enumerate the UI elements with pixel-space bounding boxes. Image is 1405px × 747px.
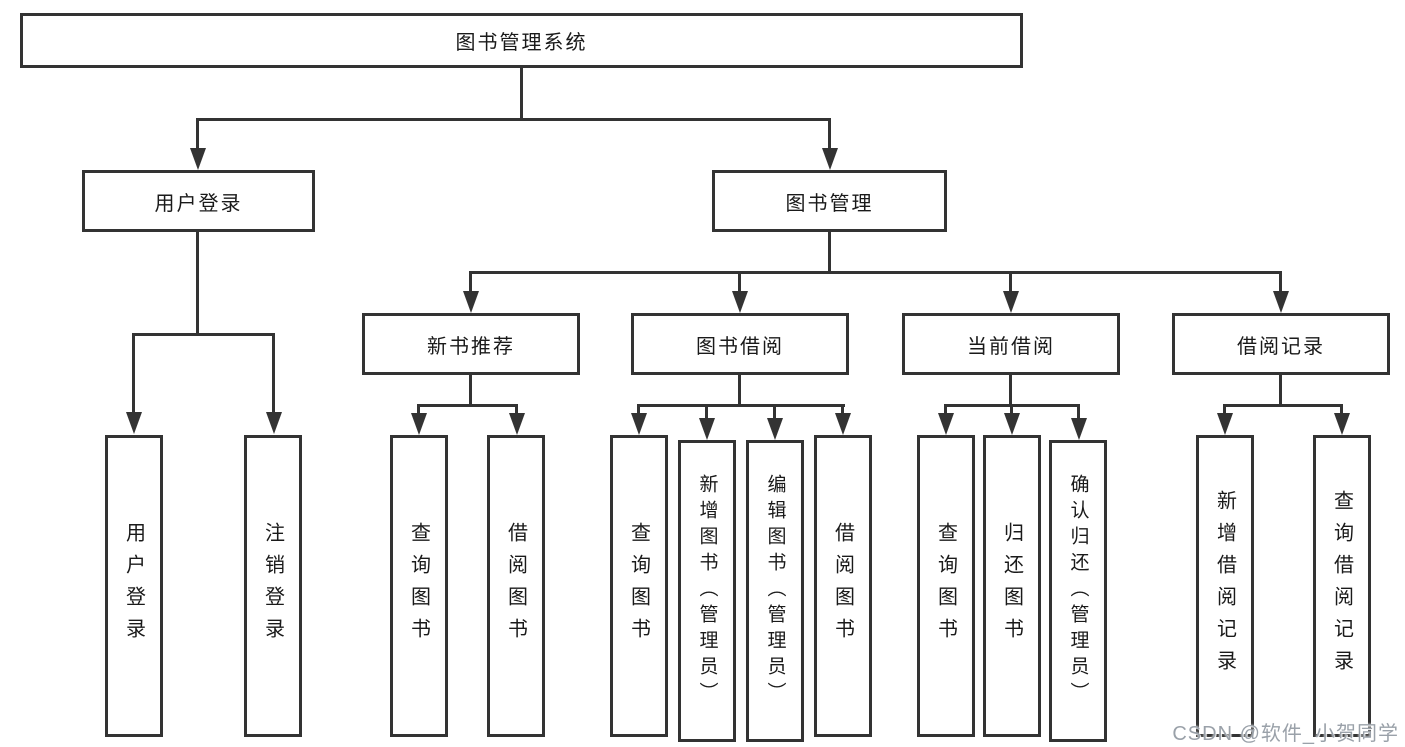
connector [469, 271, 1282, 274]
node-book-borrowing: 图书借阅 [631, 313, 849, 375]
node-borrowing-records-label: 借阅记录 [1237, 335, 1325, 358]
arrowhead-down [1273, 291, 1289, 313]
connector [132, 333, 275, 336]
connector [828, 118, 831, 150]
leaf-query-books-borrow: 查询图书 [610, 435, 668, 737]
leaf-add-books-admin: 新增图书（管理员） [678, 440, 736, 742]
leaf-query-borrow-record-label: 查询借阅记录 [1330, 490, 1353, 682]
arrowhead-down [699, 418, 715, 440]
connector [417, 404, 518, 407]
connector [738, 375, 741, 407]
leaf-logout-label: 注销登录 [261, 522, 284, 650]
connector [1009, 375, 1012, 407]
connector [196, 118, 831, 121]
connector [1279, 375, 1282, 407]
connector [132, 333, 135, 413]
leaf-confirm-return-admin: 确认归还（管理员） [1049, 440, 1107, 742]
connector [1009, 271, 1012, 293]
arrowhead-down [266, 412, 282, 434]
connector [1340, 404, 1343, 416]
leaf-add-borrow-record-label: 新增借阅记录 [1213, 490, 1236, 682]
connector [1279, 271, 1282, 293]
root-node-library-system: 图书管理系统 [20, 13, 1023, 68]
connector [196, 118, 199, 150]
connector [515, 404, 518, 416]
connector [1223, 404, 1343, 407]
connector [272, 333, 275, 413]
leaf-user-login-label: 用户登录 [122, 522, 145, 650]
arrowhead-down [1003, 291, 1019, 313]
connector [196, 232, 199, 336]
arrowhead-down [631, 413, 647, 435]
csdn-watermark: CSDN @软件_小贺同学 [1172, 723, 1399, 745]
leaf-borrow-books-newbooks-label: 借阅图书 [504, 522, 527, 650]
leaf-add-borrow-record: 新增借阅记录 [1196, 435, 1254, 737]
leaf-query-books-current-label: 查询图书 [934, 522, 957, 650]
leaf-borrow-books-borrow-label: 借阅图书 [831, 522, 854, 650]
node-user-login-label: 用户登录 [154, 192, 243, 215]
arrowhead-down [1334, 413, 1350, 435]
connector [637, 404, 845, 407]
arrowhead-down [835, 413, 851, 435]
node-new-book-recommendation: 新书推荐 [362, 313, 580, 375]
leaf-borrow-books-newbooks: 借阅图书 [487, 435, 545, 737]
arrowhead-down [411, 413, 427, 435]
connector [637, 404, 640, 416]
connector [520, 68, 523, 120]
node-book-management: 图书管理 [712, 170, 947, 232]
arrowhead-down [732, 291, 748, 313]
leaf-query-books-newbooks-label: 查询图书 [407, 522, 430, 650]
leaf-query-books-current: 查询图书 [917, 435, 975, 737]
arrowhead-down [1004, 413, 1020, 435]
arrowhead-down [190, 148, 206, 170]
leaf-query-books-newbooks: 查询图书 [390, 435, 448, 737]
leaf-edit-books-admin-label: 编辑图书（管理员） [764, 474, 786, 708]
connector [841, 404, 844, 416]
leaf-edit-books-admin: 编辑图书（管理员） [746, 440, 804, 742]
connector [469, 271, 472, 293]
leaf-return-books: 归还图书 [983, 435, 1041, 737]
connector [705, 404, 708, 420]
arrowhead-down [463, 291, 479, 313]
node-borrowing-records: 借阅记录 [1172, 313, 1390, 375]
arrowhead-down [509, 413, 525, 435]
leaf-confirm-return-admin-label: 确认归还（管理员） [1067, 474, 1089, 708]
connector [469, 375, 472, 407]
connector [1223, 404, 1226, 416]
connector [417, 404, 420, 416]
connector [738, 271, 741, 293]
leaf-user-login: 用户登录 [105, 435, 163, 737]
connector [1077, 404, 1080, 420]
leaf-add-books-admin-label: 新增图书（管理员） [696, 474, 718, 708]
node-book-borrowing-label: 图书借阅 [696, 335, 784, 358]
leaf-query-borrow-record: 查询借阅记录 [1313, 435, 1371, 737]
root-node-label: 图书管理系统 [455, 32, 588, 54]
leaf-logout: 注销登录 [244, 435, 302, 737]
arrowhead-down [126, 412, 142, 434]
leaf-query-books-borrow-label: 查询图书 [627, 522, 650, 650]
leaf-return-books-label: 归还图书 [1000, 522, 1023, 650]
node-book-management-label: 图书管理 [785, 192, 874, 215]
connector [1010, 404, 1013, 416]
node-current-borrowing-label: 当前借阅 [967, 335, 1055, 358]
connector [944, 404, 947, 416]
arrowhead-down [1071, 418, 1087, 440]
arrowhead-down [938, 413, 954, 435]
leaf-borrow-books-borrow: 借阅图书 [814, 435, 872, 737]
arrowhead-down [1217, 413, 1233, 435]
arrowhead-down [767, 418, 783, 440]
arrowhead-down [822, 148, 838, 170]
node-user-login: 用户登录 [82, 170, 315, 232]
connector [773, 404, 776, 420]
node-new-book-recommendation-label: 新书推荐 [427, 335, 515, 358]
connector [828, 232, 831, 274]
node-current-borrowing: 当前借阅 [902, 313, 1120, 375]
